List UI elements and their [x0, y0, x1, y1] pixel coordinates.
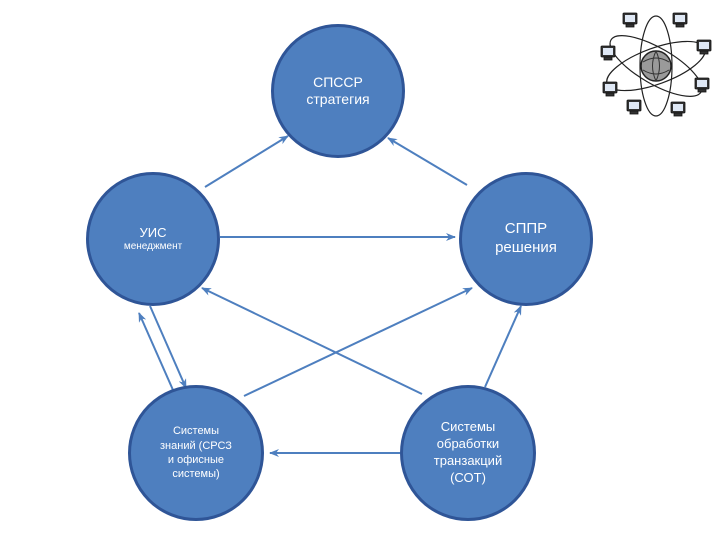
node-knowledge-systems: Системы знаний (СРСЗ и офисные системы) — [128, 385, 264, 521]
node-uis: УИС менеджмент — [86, 172, 220, 306]
node-knowledge-line3: и офисные — [167, 454, 225, 466]
node-uis-line1: УИС — [139, 224, 167, 240]
node-sot-line1: Системы — [440, 419, 496, 435]
computer-network-globe-icon — [600, 12, 712, 117]
arrow-sot-to-uis — [201, 287, 423, 395]
arrow-sppr-to-spssr — [387, 137, 468, 186]
node-sppr-line1: СППР — [504, 220, 548, 238]
arrow-sot-to-sppr — [484, 305, 522, 388]
node-sot-line3: транзакций — [433, 453, 503, 468]
node-sot-line4: (СОТ) — [450, 469, 486, 485]
node-knowledge-line4: системы) — [172, 468, 220, 481]
arrow-knowledge-to-sppr — [243, 287, 473, 397]
node-sppr: СППР решения — [459, 172, 593, 306]
node-spssr-line2: стратегия — [306, 91, 370, 107]
node-spssr: СПССР стратегия — [271, 24, 405, 158]
arrow-knowledge-to-uis — [138, 312, 174, 391]
arrow-uis-to-spssr — [204, 135, 289, 188]
arrow-uis-to-knowledge — [149, 305, 187, 389]
node-knowledge-line1: Системы — [172, 425, 220, 438]
node-uis-line2: менеджмент — [123, 240, 183, 252]
node-sppr-line2: решения — [495, 239, 557, 256]
node-knowledge-line2: знаний (СРСЗ — [160, 439, 232, 452]
node-sot-line2: обработки — [436, 436, 500, 452]
node-spssr-line1: СПССР — [313, 73, 363, 90]
node-sot: Системы обработки транзакций (СОТ) — [400, 385, 536, 521]
